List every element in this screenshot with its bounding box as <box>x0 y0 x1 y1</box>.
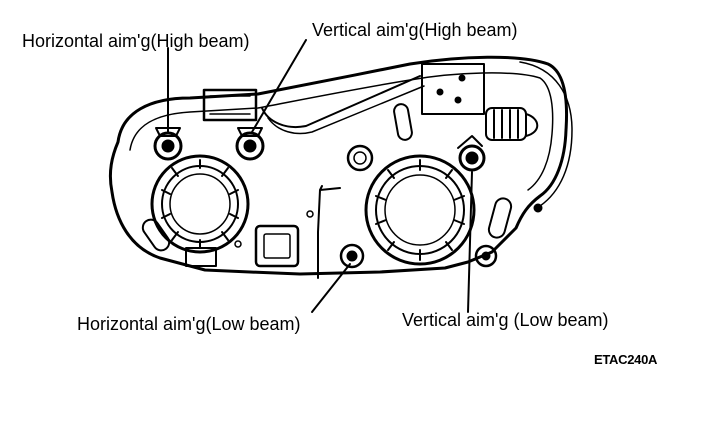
label-horizontal-high-beam: Horizontal aim'g(High beam) <box>22 31 250 51</box>
center-square-inner <box>263 233 291 259</box>
figure-code: ETAC240A <box>594 352 658 367</box>
housing-inner-rim <box>129 72 554 191</box>
cord-end-knob <box>533 203 543 213</box>
label-vertical-low-beam: Vertical aim'g (Low beam) <box>402 310 609 330</box>
leader-horizontal-low <box>311 263 351 313</box>
lower-center-panel <box>317 185 341 279</box>
housing-top-ridge-2 <box>267 85 425 135</box>
leader-vertical-high <box>251 39 307 133</box>
slot-opening <box>393 103 413 141</box>
label-horizontal-low-beam: Horizontal aim'g(Low beam) <box>77 314 301 334</box>
center-ring <box>346 144 374 172</box>
horizontal-low-beam-screw <box>339 243 365 269</box>
slot-opening <box>141 218 171 252</box>
connector-lines <box>209 95 251 115</box>
plate-dot <box>458 74 466 82</box>
leader-vertical-low <box>467 171 473 313</box>
lower-right-screw <box>474 244 498 268</box>
high-beam-lamp <box>150 154 250 254</box>
low-beam-lamp <box>364 154 476 266</box>
center-square-boss <box>254 224 300 268</box>
plate-dot <box>436 88 444 96</box>
bulb-socket <box>485 107 539 141</box>
vertical-high-beam-screw <box>235 127 265 161</box>
plate-dot <box>454 96 462 104</box>
top-connector-block <box>202 88 258 122</box>
small-hole <box>234 240 242 248</box>
slot-opening <box>487 197 513 239</box>
headlamp-housing-outline <box>108 55 568 276</box>
label-vertical-high-beam: Vertical aim'g(High beam) <box>312 20 518 40</box>
side-cord <box>519 61 573 207</box>
upper-right-plate <box>421 63 485 115</box>
vertical-low-beam-screw <box>457 135 486 172</box>
center-ring-inner <box>353 151 367 165</box>
bottom-tab <box>185 247 217 267</box>
small-hole <box>306 210 314 218</box>
